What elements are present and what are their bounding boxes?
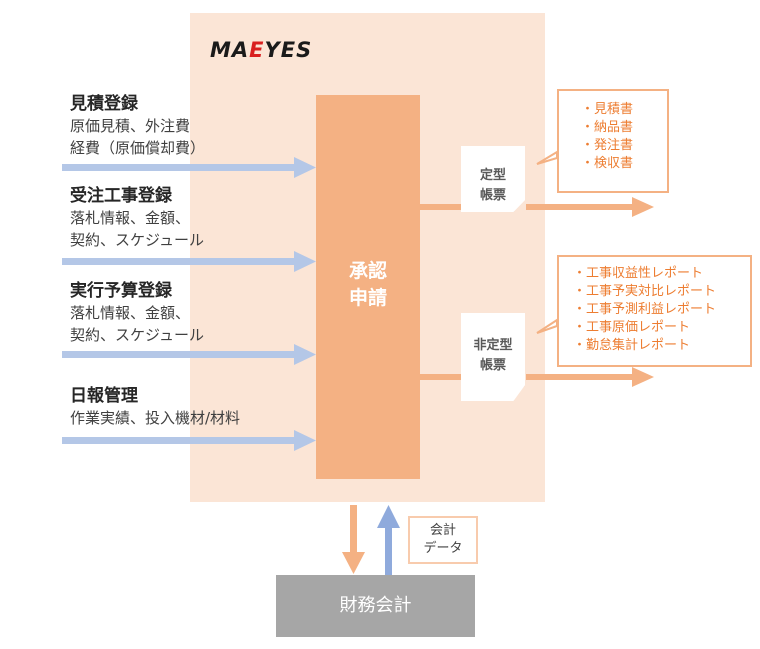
logo-accent: E [249,38,265,62]
input-arrows [62,157,316,451]
input-arrow-4-shaft [62,437,296,444]
up-arrow-head [377,505,400,528]
input-estimate: 見積登録 原価見積、外注費 経費（原価償却費） [70,93,205,159]
list-item: 発注書 [581,137,667,155]
nonfixed-document-line1: 非定型 [473,338,513,353]
accounting-data-label: 会計 データ [408,516,478,564]
logo-prefix: MA [210,38,250,62]
approval-column [316,95,420,479]
financial-accounting-box [276,575,475,637]
fixed-forms-list: 見積書 納品書 発注書 検収書 [559,91,667,173]
output-arrow-1-left [420,204,462,210]
input-arrow-2-head [294,251,316,272]
output-arrow-2-left [420,374,462,380]
output-arrow-2-head [632,367,654,387]
output-arrow-1-shaft [526,204,634,210]
input-estimate-title: 見積登録 [70,94,138,114]
approval-line-1: 承認 [348,260,387,282]
fixed-document-line2: 帳票 [479,188,506,203]
up-arrow [377,505,400,575]
down-arrow-shaft [350,505,357,555]
list-item: 納品書 [581,119,667,137]
financial-accounting-label: 財務会計 [339,595,412,616]
fixed-forms-callout: 見積書 納品書 発注書 検収書 [557,89,669,193]
input-order-line2: 契約、スケジュール [70,231,204,249]
nonfixed-document-line2: 帳票 [479,358,506,373]
input-order-line1: 落札情報、金額、 [70,209,191,227]
logo-suffix: YES [264,38,313,62]
input-arrow-1-shaft [62,164,296,171]
down-arrow-head [342,552,365,574]
list-item: 勤怠集計レポート [573,337,750,355]
input-estimate-line1: 原価見積、外注費 [70,117,191,135]
output-arrows [342,197,654,574]
list-item: 工事原価レポート [573,319,750,337]
output-arrow-2-shaft [526,374,634,380]
input-arrow-3-shaft [62,351,296,358]
nonfixed-document-icon [461,313,525,401]
input-arrow-3-head [294,344,316,365]
nonfixed-forms-list: 工事収益性レポート 工事予実対比レポート 工事予測利益レポート 工事原価レポート… [559,257,750,355]
nonfixed-forms-callout: 工事収益性レポート 工事予実対比レポート 工事予測利益レポート 工事原価レポート… [557,255,752,367]
input-budget-line2: 契約、スケジュール [70,326,204,344]
maeyes-logo: MAEYES [210,38,312,62]
approval-line-2: 申請 [348,287,387,309]
input-budget: 実行予算登録 落札情報、金額、 契約、スケジュール [70,280,204,346]
input-daily-report-line1: 作業実績、投入機材/材料 [70,409,241,427]
callout-nonfixed-pointer [536,318,558,334]
input-daily-report: 日報管理 作業実績、投入機材/材料 [70,385,240,429]
input-arrow-4-head [294,430,316,451]
fixed-document-label: 定型 帳票 [461,166,525,206]
list-item: 検収書 [581,155,667,173]
accounting-data-line2: データ [423,541,463,556]
input-daily-report-title: 日報管理 [70,386,138,406]
input-order-title: 受注工事登録 [70,186,172,206]
input-estimate-line2: 経費（原価償却費） [70,139,206,157]
list-item: 工事予実対比レポート [573,283,750,301]
nonfixed-document-label: 非定型 帳票 [461,336,525,376]
fixed-document-icon [461,146,525,212]
approval-label: 承認 申請 [316,258,420,312]
accounting-data-line1: 会計 [429,523,456,538]
up-arrow-shaft [385,525,392,575]
output-arrow-1-head [632,197,654,217]
list-item: 工事収益性レポート [573,265,750,283]
input-budget-title: 実行予算登録 [70,281,172,301]
callout-fixed-pointer [536,150,558,165]
input-arrow-2-shaft [62,258,296,265]
fixed-document-line1: 定型 [479,168,506,183]
list-item: 見積書 [581,101,667,119]
input-order: 受注工事登録 落札情報、金額、 契約、スケジュール [70,185,204,251]
input-arrow-1-head [294,157,316,178]
input-budget-line1: 落札情報、金額、 [70,304,191,322]
list-item: 工事予測利益レポート [573,301,750,319]
